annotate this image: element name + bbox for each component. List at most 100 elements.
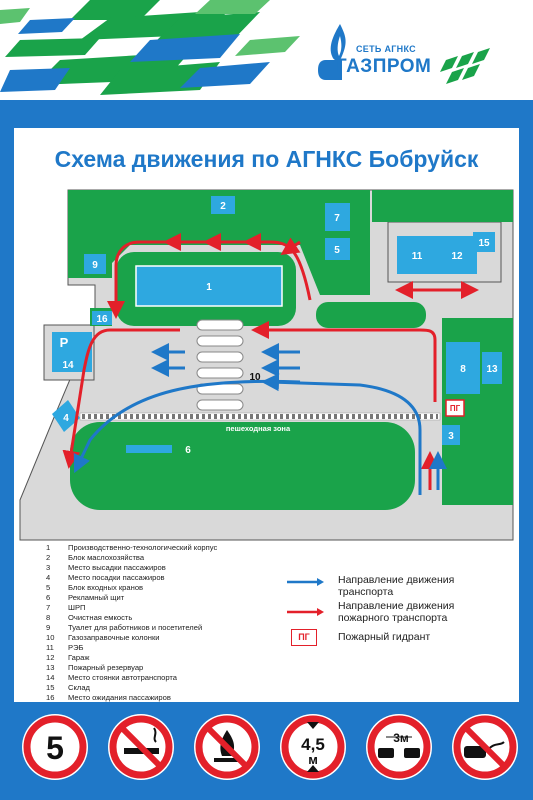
height-limit-value: 4,5: [301, 735, 325, 754]
legend-item-text: ШРП: [68, 603, 86, 612]
legend-item-text: Гараж: [68, 653, 90, 662]
height-limit-icon: 4,5 м: [280, 714, 346, 780]
gazprom-logo-icon: [318, 24, 346, 80]
speed-limit-value: 5: [46, 730, 64, 766]
building-15-store: [473, 232, 495, 252]
fire-key-arrow: [287, 608, 324, 616]
legend-item-number: 10: [46, 633, 55, 642]
no-exhaust-icon: [452, 714, 518, 780]
legend-item-number: 2: [46, 553, 51, 562]
legend-item-text: РЭБ: [68, 643, 84, 652]
legend-item: 16 Место ожидания пассажиров: [40, 693, 290, 703]
crosswalk: [196, 319, 244, 411]
green-top-right: [372, 190, 513, 222]
legend-item-text: Место ожидания пассажиров: [68, 693, 171, 702]
legend-item-number: 3: [46, 563, 51, 572]
green-right-island: [316, 302, 426, 328]
legend-item-number: 11: [46, 643, 54, 652]
fire-key-label: Направление движения пожарного транспорт…: [338, 600, 455, 624]
pedestrian-zone-label: пешеходная зона: [226, 424, 291, 433]
building-2-oil: [211, 196, 235, 214]
site-map: 1 2 3 4 5 6 7 8 9 10 11 12 13 14 15 16 P…: [19, 189, 514, 541]
header-pattern: [0, 0, 490, 95]
marker-5: 5: [334, 245, 340, 256]
speed-limit-icon: 5: [22, 714, 88, 780]
marker-2: 2: [220, 201, 226, 212]
logo-subtitle: СЕТЬ АГНКС: [356, 44, 416, 54]
building-13-reservoir: [482, 352, 502, 384]
marker-3: 3: [448, 431, 454, 442]
distance-value: 3м: [393, 731, 409, 745]
legend-item-number: 8: [46, 613, 51, 622]
legend-item: 10 Газозаправочные колонки: [40, 633, 290, 643]
legend-item: 3 Место высадки пассажиров: [40, 563, 290, 573]
legend-item-number: 13: [46, 663, 55, 672]
legend-item: 7 ШРП: [40, 603, 290, 613]
legend-item-number: 5: [46, 583, 51, 592]
legend-item-text: Газозаправочные колонки: [68, 633, 160, 642]
legend-item-text: Место посадки пассажиров: [68, 573, 165, 582]
legend-item-text: Рекламный щит: [68, 593, 125, 602]
green-bottom: [70, 422, 415, 510]
marker-16: 16: [96, 314, 108, 325]
hydrant-label: ПГ: [450, 404, 461, 413]
no-open-fire-icon: [194, 714, 260, 780]
legend-item-number: 12: [46, 653, 55, 662]
marker-11: 11: [412, 251, 423, 262]
logo-name: ГАЗПРОМ: [336, 56, 432, 77]
legend-item: 12 Гараж: [40, 653, 290, 663]
marker-6: 6: [185, 445, 191, 456]
legend-item: 5 Блок входных кранов: [40, 583, 290, 593]
hydrant-marker: [445, 399, 465, 417]
marker-9: 9: [92, 260, 98, 271]
no-smoking-icon: [108, 714, 174, 780]
building-8-tank: [446, 342, 480, 394]
legend-item: 8 Очистная емкость: [40, 613, 290, 623]
legend-item-number: 1: [46, 543, 51, 552]
billboard-6: [126, 445, 172, 453]
hydrant-key-badge: ПГ: [291, 629, 317, 646]
building-3-dropoff: [442, 425, 460, 445]
transport-key-label: Направление движения транспорта: [338, 574, 455, 598]
legend-item-text: Блок входных кранов: [68, 583, 144, 592]
marker-1: 1: [206, 282, 212, 293]
legend-item-text: Пожарный резервуар: [68, 663, 144, 672]
distance-icon: 3м: [366, 714, 432, 780]
marker-15: 15: [478, 238, 490, 249]
legend-item-number: 6: [46, 593, 51, 602]
marker-14: 14: [62, 360, 74, 371]
building-12-garage: [437, 236, 477, 274]
warning-signs: 5 4,5 м 3м: [0, 712, 533, 792]
legend-item-number: 7: [46, 603, 51, 612]
legend-item: 4 Место посадки пассажиров: [40, 573, 290, 583]
transport-routes: [73, 343, 447, 495]
legend-item-text: Место стоянки автотранспорта: [68, 673, 178, 682]
legend-item-text: Очистная емкость: [68, 613, 133, 622]
building-1-production: [135, 265, 283, 307]
legend-item-text: Производственно-технологический корпус: [68, 543, 218, 552]
hydrant-key-label: Пожарный гидрант: [338, 631, 431, 643]
legend-item-number: 14: [46, 673, 55, 682]
building-9-toilet: [84, 254, 106, 274]
pedestrian-zone-stripe: [79, 412, 441, 421]
height-limit-unit: м: [308, 752, 318, 767]
legend-item-number: 16: [46, 693, 55, 702]
building-5-valves: [325, 238, 350, 260]
building-4-boarding: [52, 400, 80, 432]
legend-item: 11 РЭБ: [40, 643, 290, 653]
header: СЕТЬ АГНКС ГАЗПРОМ: [0, 0, 533, 100]
marker-8: 8: [460, 364, 466, 375]
parking-letter: P: [60, 335, 69, 350]
marker-12: 12: [451, 251, 463, 262]
legend-item-text: Туалет для работников и посетителей: [68, 623, 203, 632]
building-11-reb: [397, 236, 437, 274]
legend-item: 14 Место стоянки автотранспорта: [40, 673, 290, 683]
legend-item-number: 4: [46, 573, 51, 582]
legend-item: 1 Производственно-технологический корпус: [40, 543, 290, 553]
marker-4: 4: [63, 413, 69, 424]
legend-item-text: Место высадки пассажиров: [68, 563, 166, 572]
